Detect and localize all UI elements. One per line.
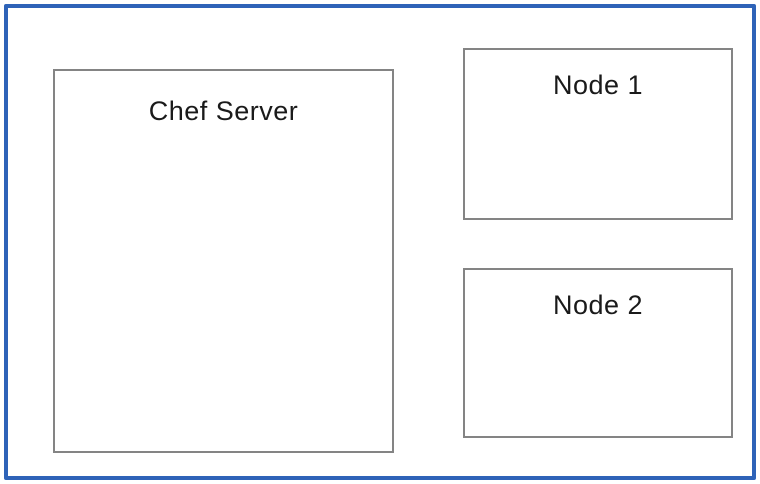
chef-server-box: Chef Server — [53, 69, 394, 453]
diagram-outer-frame: Chef Server Node 1 Node 2 — [4, 4, 756, 480]
chef-server-label: Chef Server — [148, 96, 299, 126]
node-2-label: Node 2 — [552, 290, 644, 320]
node-1-label: Node 1 — [552, 70, 644, 100]
node-1-box: Node 1 — [463, 48, 733, 220]
node-2-box: Node 2 — [463, 268, 733, 438]
